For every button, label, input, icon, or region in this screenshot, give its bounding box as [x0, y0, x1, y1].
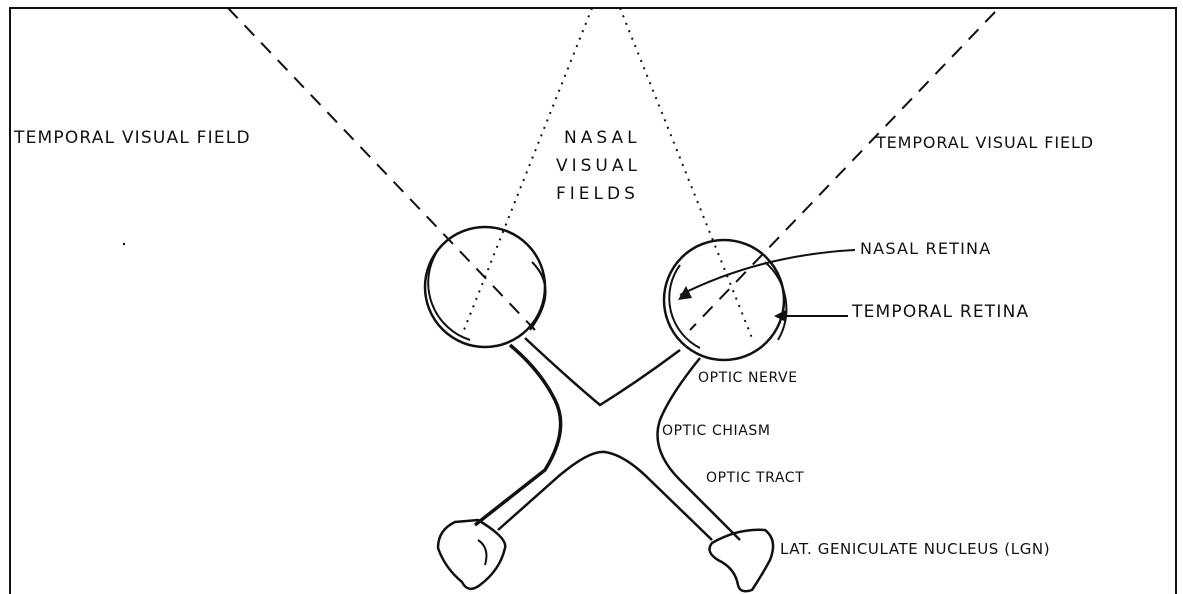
- temporal-field-left-label: TEMPORAL VISUAL FIELD: [14, 128, 251, 148]
- temporal-field-line-left: [228, 8, 535, 330]
- temporal-retina-arrow: [774, 310, 848, 322]
- lgn-label: LAT. GENICULATE NUCLEUS (LGN): [780, 540, 1050, 558]
- stray-dot: [123, 243, 125, 245]
- nasal-fields-line2: VISUAL: [556, 152, 641, 180]
- lgn-left-inner: [478, 540, 486, 565]
- optic-tract-label: OPTIC TRACT: [706, 470, 804, 486]
- temporal-field-line-right: [690, 12, 995, 330]
- lgn-right: [710, 530, 773, 591]
- frame-border: [10, 8, 1176, 594]
- temporal-field-right-label: TEMPORAL VISUAL FIELD: [876, 133, 1094, 152]
- nasal-retina-label: NASAL RETINA: [860, 239, 991, 258]
- optic-pathway: [475, 338, 740, 540]
- nasal-fields-label: NASAL VISUAL FIELDS: [556, 124, 641, 208]
- lgn-left: [438, 520, 505, 589]
- optic-chiasm-label: OPTIC CHIASM: [662, 423, 771, 439]
- optic-nerve-label: OPTIC NERVE: [698, 370, 798, 386]
- temporal-retina-label: TEMPORAL RETINA: [852, 302, 1029, 322]
- right-eye: [664, 240, 786, 360]
- nasal-fields-line3: FIELDS: [556, 180, 641, 208]
- left-eye: [425, 227, 546, 347]
- nasal-fields-line1: NASAL: [556, 124, 641, 152]
